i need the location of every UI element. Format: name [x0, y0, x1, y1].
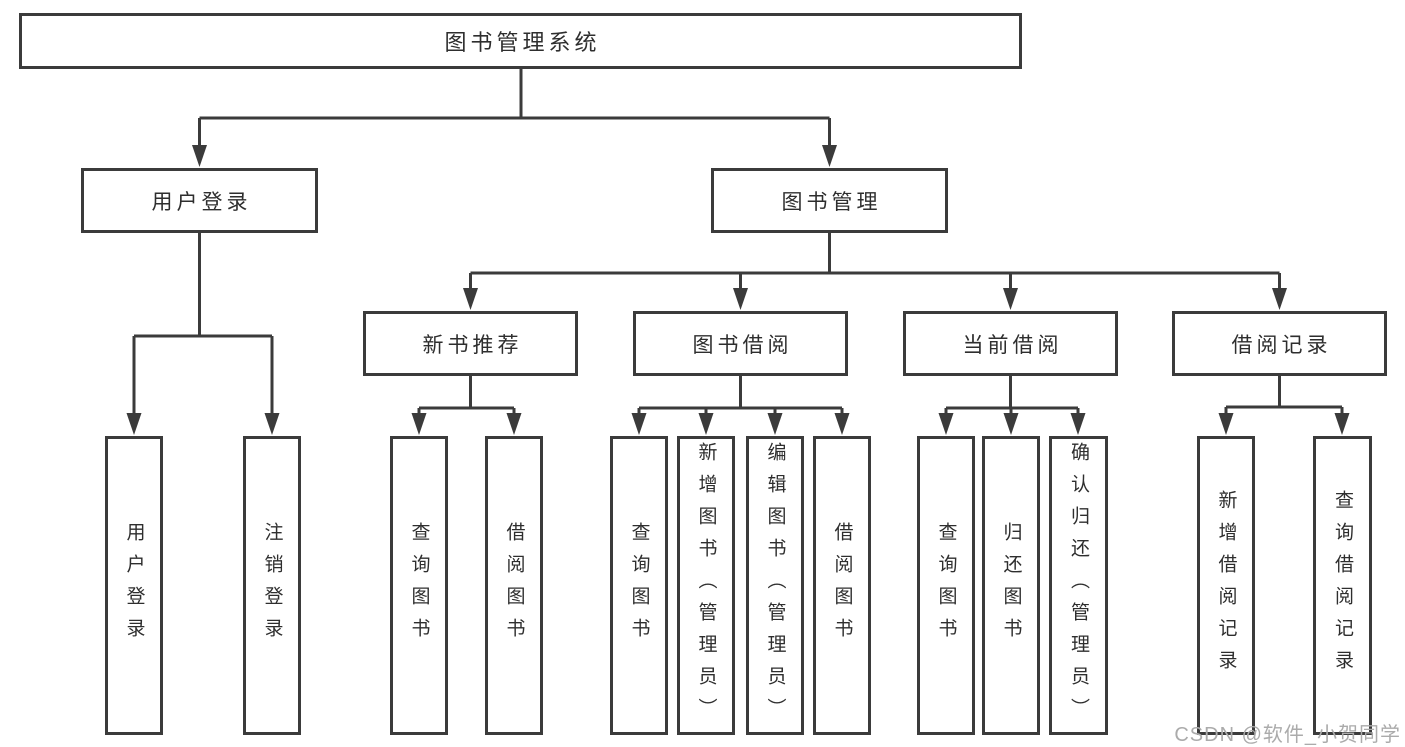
node-label: 注销登录	[261, 521, 283, 650]
node-label: 图书管理系统	[444, 30, 601, 55]
connector-borrow-records	[1224, 376, 1344, 415]
arrow-icon	[506, 413, 522, 435]
arrow-icon	[463, 288, 478, 310]
leaf-add-borrow-record: 新增借阅记录	[1197, 436, 1255, 735]
leaf-query-books: 查询图书	[917, 436, 975, 735]
leaf-return-books: 归还图书	[982, 436, 1040, 735]
node-book-borrow: 图书借阅	[633, 311, 848, 376]
arrow-icon	[264, 413, 280, 435]
arrow-icon	[1272, 288, 1287, 310]
node-label: 新增借阅记录	[1215, 489, 1237, 682]
leaf-logout: 注销登录	[243, 436, 301, 735]
node-label: 用户登录	[151, 190, 252, 214]
node-label: 借阅记录	[1231, 333, 1332, 357]
arrow-icon	[411, 413, 427, 435]
leaf-borrow-books: 借阅图书	[813, 436, 871, 735]
arrow-icon	[767, 413, 783, 435]
connector-root	[198, 69, 831, 147]
node-label: 新增图书（管理员）	[695, 441, 717, 730]
node-label: 归还图书	[1000, 521, 1022, 650]
leaf-query-books: 查询图书	[610, 436, 668, 735]
arrow-icon	[1003, 288, 1018, 310]
node-user-login: 用户登录	[81, 168, 318, 233]
arrow-icon	[698, 413, 714, 435]
leaf-edit-book-admin: 编辑图书（管理员）	[746, 436, 804, 735]
leaf-query-borrow-record: 查询借阅记录	[1313, 436, 1372, 735]
node-label: 查询借阅记录	[1332, 489, 1353, 682]
arrow-icon	[733, 288, 748, 310]
arrow-icon	[1070, 413, 1086, 435]
connector-user-login	[132, 233, 274, 415]
node-borrow-records: 借阅记录	[1172, 311, 1387, 376]
node-label: 借阅图书	[503, 521, 525, 650]
node-label: 查询图书	[408, 521, 430, 650]
node-book-management: 图书管理	[711, 168, 948, 233]
node-label: 用户登录	[123, 521, 145, 650]
connector-new-book	[417, 376, 516, 415]
node-label: 确认归还（管理员）	[1068, 441, 1089, 730]
node-label: 当前借阅	[962, 333, 1063, 357]
arrow-icon	[192, 145, 207, 167]
arrow-icon	[126, 413, 142, 435]
watermark-text: CSDN @软件_小贺同学	[1174, 724, 1401, 746]
arrowheads	[126, 145, 1350, 435]
arrow-icon	[822, 145, 837, 167]
arrow-icon	[834, 413, 850, 435]
arrow-icon	[1218, 413, 1234, 435]
arrow-icon	[1334, 413, 1350, 435]
connector-current-borrow	[944, 376, 1080, 415]
node-label: 图书借阅	[692, 333, 793, 357]
node-label: 新书推荐	[422, 333, 523, 357]
leaf-confirm-return-admin: 确认归还（管理员）	[1049, 436, 1108, 735]
arrow-icon	[631, 413, 647, 435]
arrow-icon	[938, 413, 954, 435]
leaf-borrow-books: 借阅图书	[485, 436, 543, 735]
node-library-system: 图书管理系统	[19, 13, 1022, 69]
connector-book-management	[469, 233, 1281, 290]
node-label: 编辑图书（管理员）	[764, 441, 786, 730]
node-label: 查询图书	[935, 521, 957, 650]
arrow-icon	[1003, 413, 1019, 435]
connector-book-borrow	[637, 376, 844, 415]
leaf-add-book-admin: 新增图书（管理员）	[677, 436, 735, 735]
node-label: 查询图书	[628, 521, 650, 650]
node-current-borrow: 当前借阅	[903, 311, 1118, 376]
node-new-book-recommend: 新书推荐	[363, 311, 578, 376]
node-label: 图书管理	[781, 190, 882, 214]
leaf-query-books: 查询图书	[390, 436, 448, 735]
leaf-user-login: 用户登录	[105, 436, 163, 735]
node-label: 借阅图书	[831, 521, 853, 650]
